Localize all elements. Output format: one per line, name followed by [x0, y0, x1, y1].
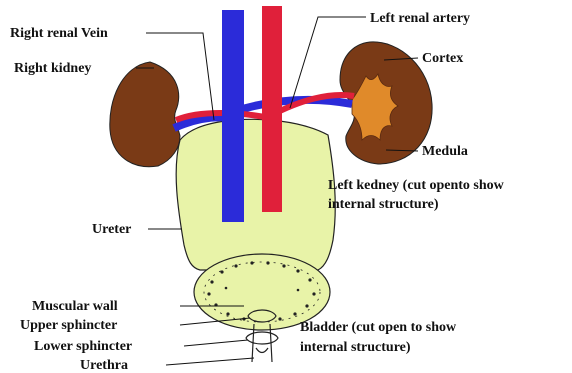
label-left-renal-artery: Left renal artery [370, 11, 470, 26]
label-cortex: Cortex [422, 51, 463, 66]
label-left-kidney-line1: Left kedney (cut opento show [328, 178, 505, 193]
label-muscular-wall: Muscular wall [32, 299, 118, 314]
label-lower-sphincter: Lower sphincter [34, 339, 132, 354]
aorta [262, 6, 282, 212]
label-right-kidney: Right kidney [14, 61, 91, 76]
ureter-sac [176, 119, 335, 270]
label-upper-sphincter: Upper sphincter [20, 318, 117, 333]
inferior-vena-cava [222, 10, 244, 222]
label-bladder-line2: internal structure) [300, 340, 411, 355]
label-bladder-line1: Bladder (cut open to show [300, 320, 457, 335]
bladder [194, 254, 330, 330]
right-kidney [110, 62, 180, 167]
label-ureter: Ureter [92, 222, 131, 237]
lower-sphincter [246, 332, 278, 344]
label-left-kidney-line2: internal structure) [328, 197, 439, 212]
label-right-renal-vein: Right renal Vein [10, 26, 108, 41]
label-medula: Medula [422, 144, 468, 159]
label-urethra: Urethra [80, 358, 128, 373]
